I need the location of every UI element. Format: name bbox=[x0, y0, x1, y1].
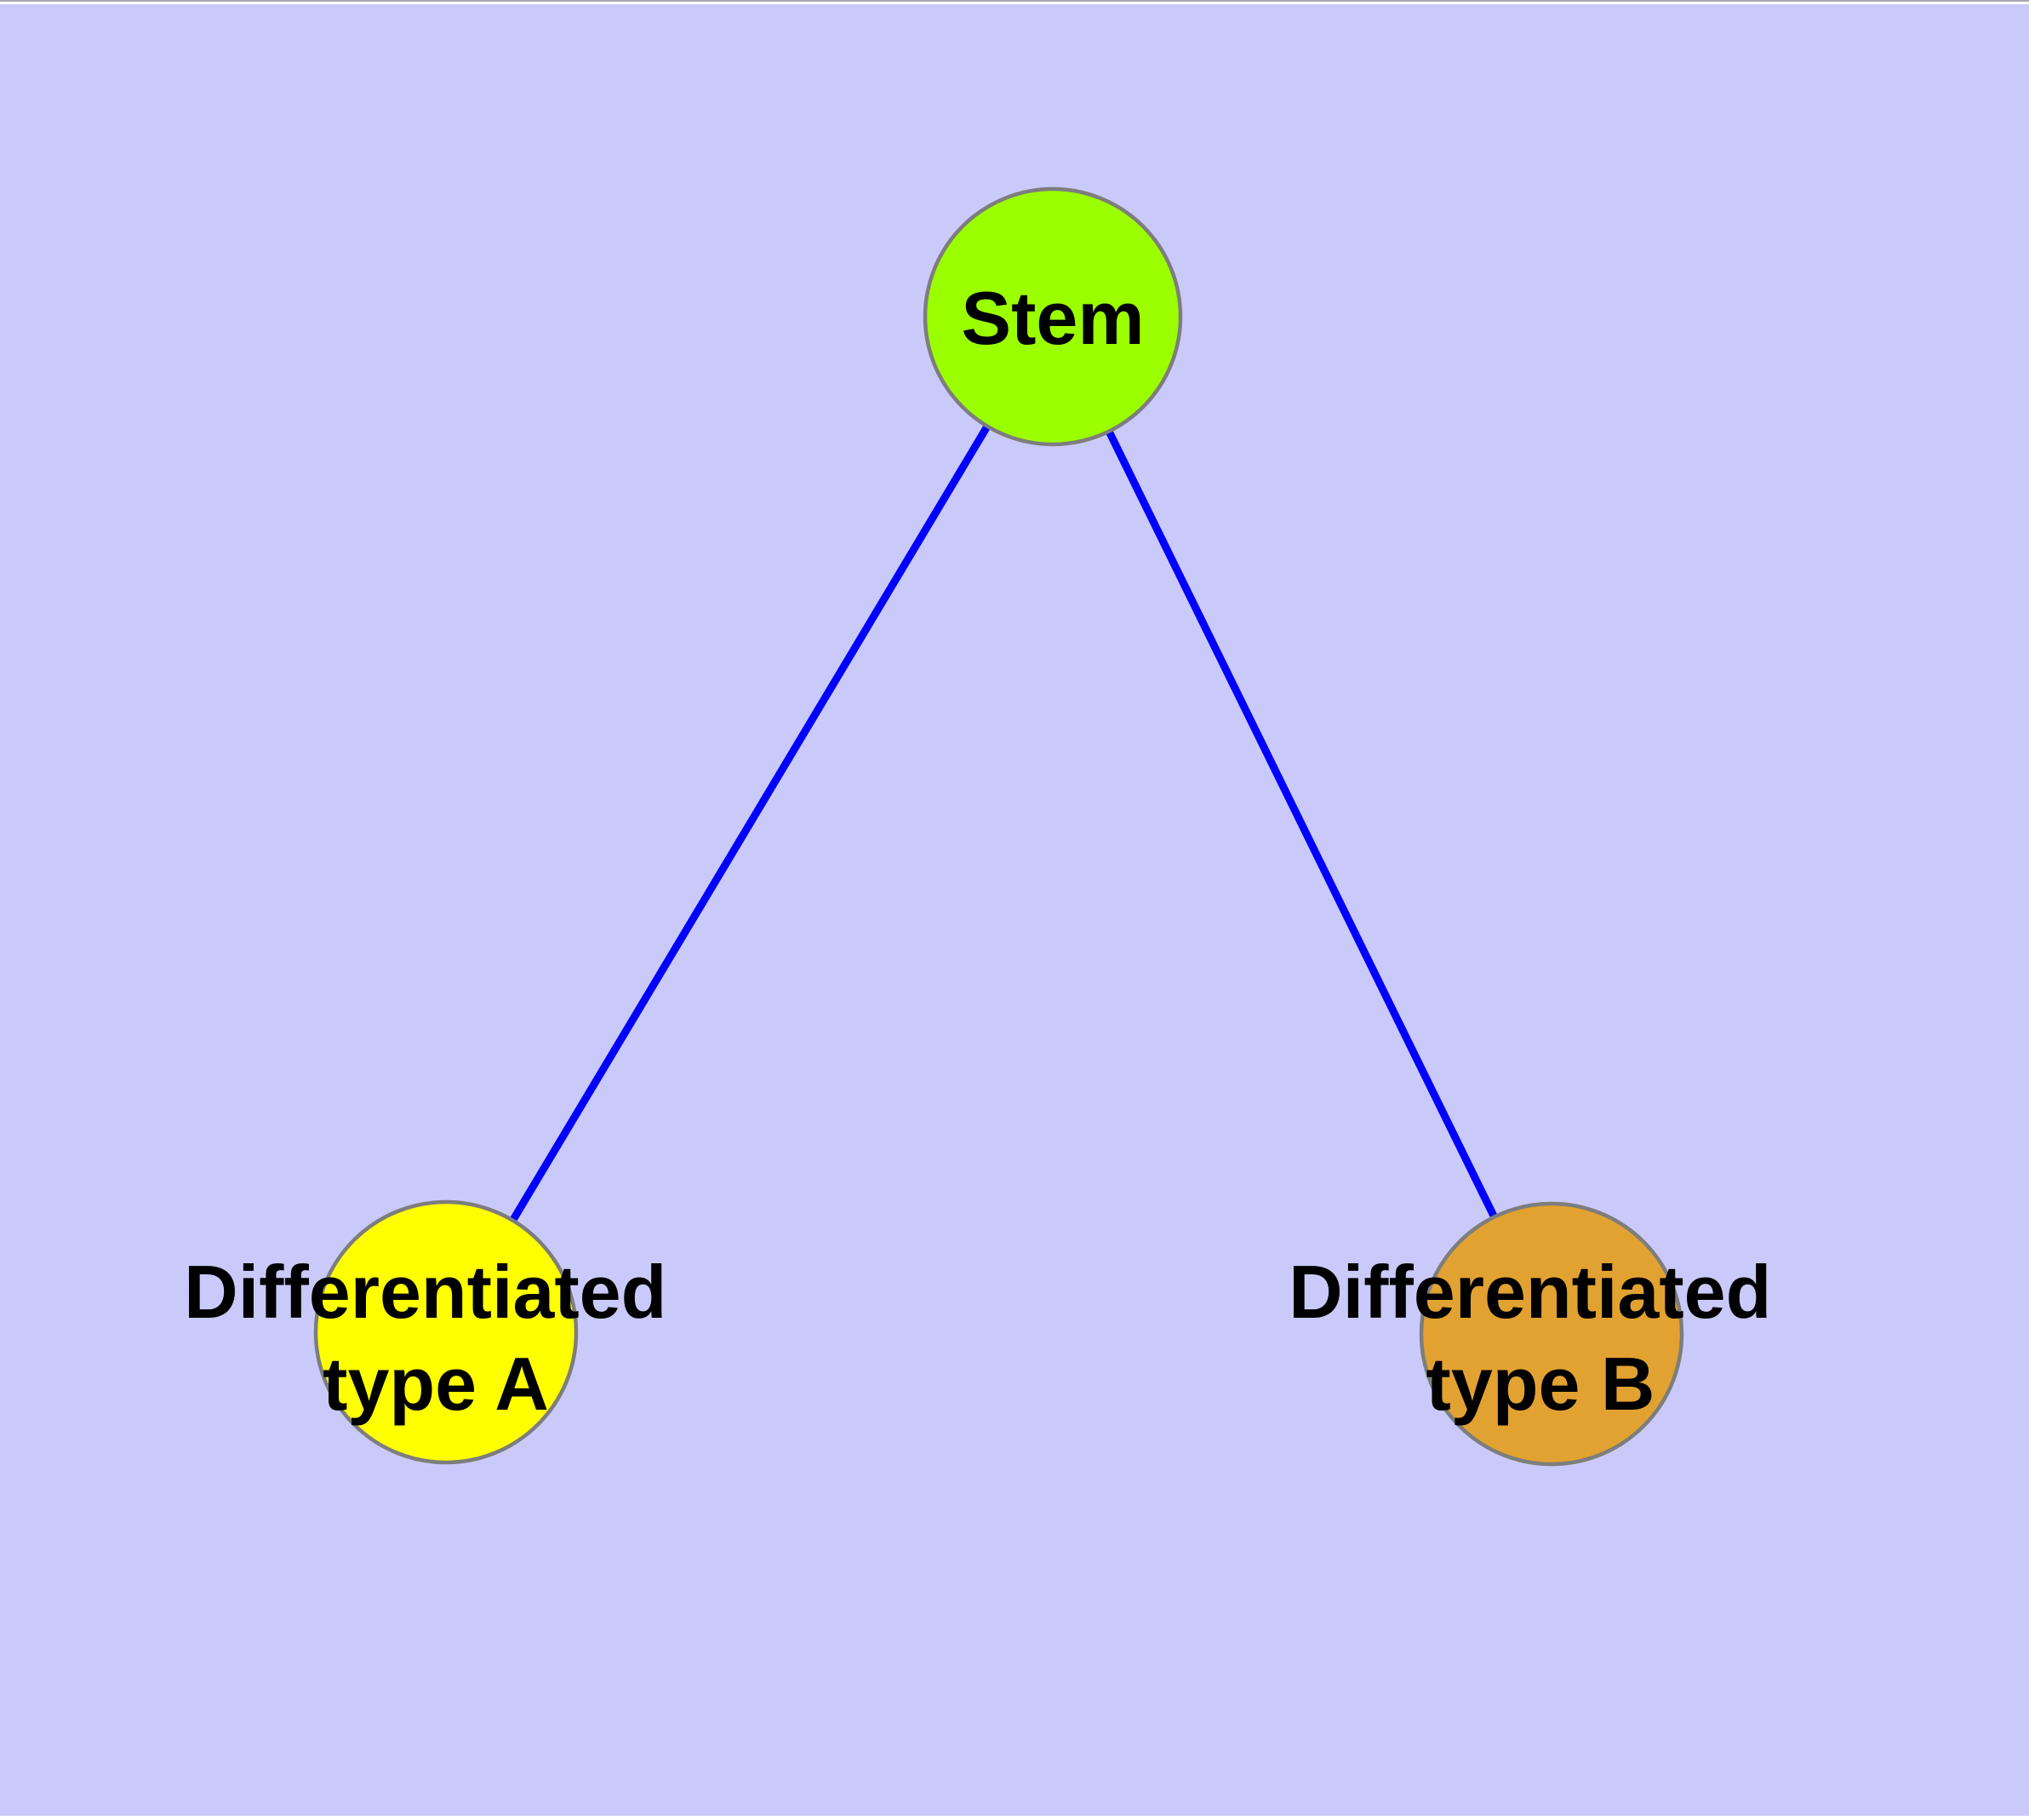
top-border-line bbox=[0, 0, 2029, 2]
node-stem bbox=[923, 186, 1183, 447]
node-differentiated-type-a bbox=[313, 1199, 579, 1465]
node-type-a-label-line1: Differentiated bbox=[184, 1250, 666, 1334]
node-type-b-label-line2: type B bbox=[1426, 1342, 1655, 1426]
node-type-a-label: Differentiated type A bbox=[184, 1250, 688, 1426]
node-stem-label: Stem bbox=[961, 276, 1144, 360]
edge-stem-to-type-a bbox=[443, 314, 1056, 1335]
node-differentiated-type-b bbox=[1419, 1201, 1684, 1467]
node-type-b-label-line1: Differentiated bbox=[1289, 1250, 1771, 1334]
node-type-b-label: Differentiated type B bbox=[1289, 1250, 1792, 1426]
node-type-a-label-line2: type A bbox=[323, 1342, 549, 1426]
edge-stem-to-type-b bbox=[1049, 315, 1556, 1336]
